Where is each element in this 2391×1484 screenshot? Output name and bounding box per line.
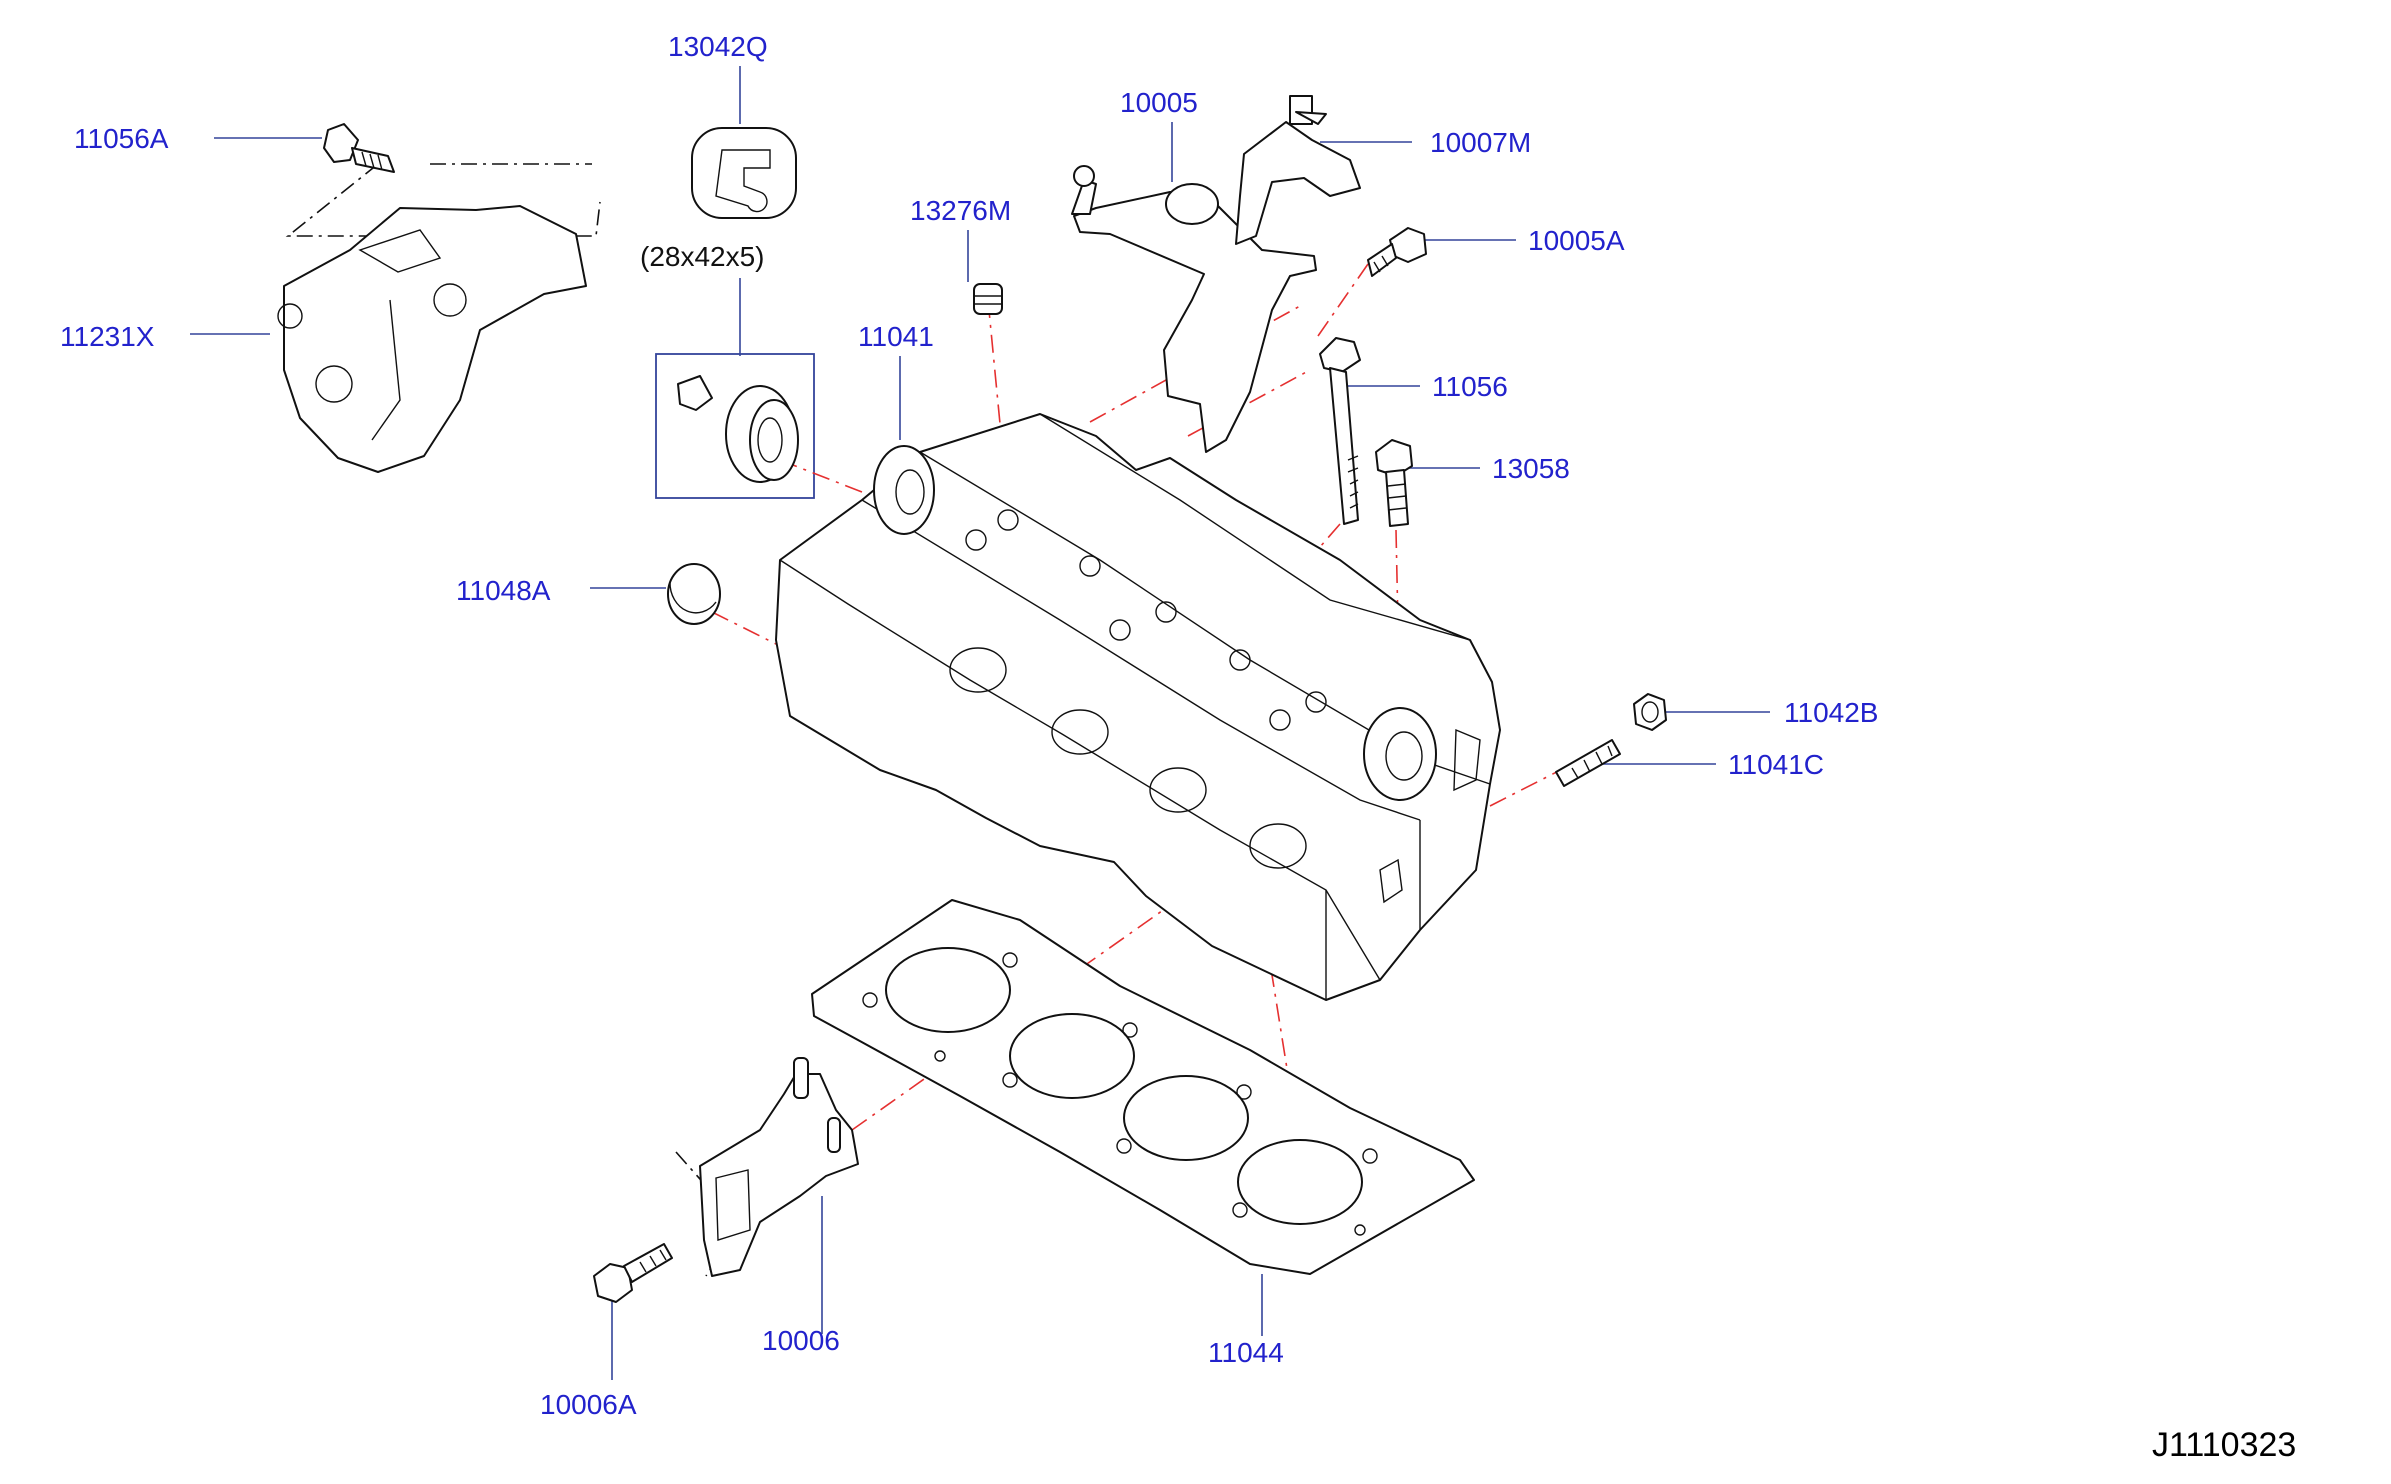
label-10007M[interactable]: 10007M	[1430, 127, 1531, 158]
label-11042B[interactable]: 11042B	[1784, 697, 1878, 728]
stud-11041C[interactable]	[1555, 739, 1621, 787]
label-11041C[interactable]: 11041C	[1728, 749, 1824, 780]
bolt-11056A[interactable]	[323, 123, 395, 173]
long-bolt-11056[interactable]	[1319, 337, 1361, 525]
bolt-10006A[interactable]	[593, 1243, 673, 1303]
label-11231X[interactable]: 11231X	[60, 321, 155, 352]
label-11056A[interactable]: 11056A	[74, 123, 169, 154]
label-10005A[interactable]: 10005A	[1528, 225, 1625, 256]
leader-lines	[190, 66, 1770, 1380]
label-11056[interactable]: 11056	[1432, 371, 1508, 402]
plug-11048A[interactable]	[667, 563, 721, 625]
label-13058[interactable]: 13058	[1492, 453, 1570, 484]
cap-seal-13042Q[interactable]	[691, 127, 797, 219]
cylinder-head-11041[interactable]	[775, 413, 1501, 1001]
label-11044[interactable]: 11044	[1208, 1337, 1284, 1368]
label-11041[interactable]: 11041	[858, 321, 934, 352]
bracket-10006[interactable]	[699, 1057, 859, 1277]
bracket-10005[interactable]	[1071, 165, 1317, 453]
diagram-code: J1110323	[2152, 1426, 2296, 1464]
bracket-11231X[interactable]	[277, 205, 587, 473]
valve-stem-seal-13276M[interactable]	[973, 283, 1003, 315]
label-13276M[interactable]: 13276M	[910, 195, 1011, 226]
label-10006A[interactable]: 10006A	[540, 1389, 637, 1420]
head-gasket-11044[interactable]	[811, 899, 1475, 1275]
label-10005[interactable]: 10005	[1120, 87, 1198, 118]
seal-size-note: (28x42x5)	[640, 241, 765, 272]
label-10006[interactable]: 10006	[762, 1325, 840, 1356]
label-13042Q[interactable]: 13042Q	[668, 31, 768, 62]
label-11048A[interactable]: 11048A	[456, 575, 551, 606]
bracket-10007M[interactable]	[1235, 95, 1361, 245]
nut-11042B[interactable]	[1633, 693, 1667, 731]
seal-detail-box	[655, 353, 815, 499]
oil-seal-assembly[interactable]	[677, 375, 799, 483]
bolt-13058[interactable]	[1375, 439, 1413, 527]
bolt-10005A[interactable]	[1367, 227, 1427, 277]
